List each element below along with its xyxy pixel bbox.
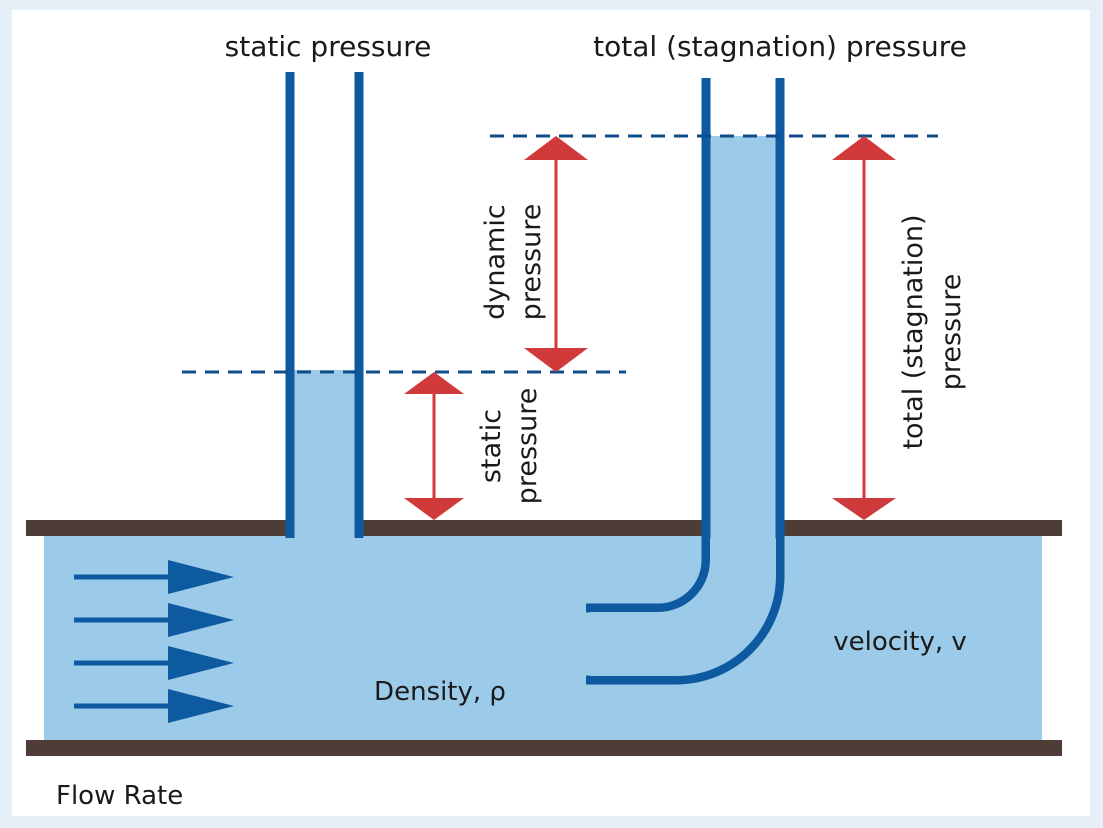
density-label: Density, ρ xyxy=(374,677,506,707)
pipe-bottom-wall xyxy=(26,740,1062,756)
pitot-tube-bend-fluid xyxy=(590,538,776,676)
pipe-top-wall xyxy=(26,520,294,536)
dynamic-pressure-arrow-icon xyxy=(524,136,588,372)
total-pressure-label-line2: pressure xyxy=(936,274,967,391)
pitot-tube-inner-wall xyxy=(586,78,711,613)
dynamic-pressure-label-line2: pressure xyxy=(516,204,547,321)
static-pressure-label-line2: pressure xyxy=(512,388,543,505)
static-pressure-arrow-icon xyxy=(404,372,464,520)
flow-arrow-icon xyxy=(74,689,234,723)
dynamic-pressure-label-line1: dynamic xyxy=(480,204,511,319)
pitot-tube-outer-wall xyxy=(586,78,785,685)
pipe-top-wall-right xyxy=(780,520,1062,536)
static-tube-title: static pressure xyxy=(225,30,432,63)
flow-arrow-icon xyxy=(74,646,234,680)
static-pressure-label-line1: static xyxy=(476,409,507,483)
total-tube-title: total (stagnation) pressure xyxy=(593,30,967,63)
velocity-label: velocity, v xyxy=(833,627,967,657)
pipe-top-wall-middle xyxy=(356,520,708,536)
flow-rate-label: Flow Rate xyxy=(56,781,183,811)
total-pressure-label-line1: total (stagnation) xyxy=(898,214,929,449)
pitot-tube-fluid xyxy=(708,136,780,538)
flow-arrow-icon xyxy=(74,603,234,637)
total-pressure-arrow-icon xyxy=(832,136,896,520)
static-tube-fluid xyxy=(294,370,356,538)
flow-arrow-icon xyxy=(74,560,234,594)
